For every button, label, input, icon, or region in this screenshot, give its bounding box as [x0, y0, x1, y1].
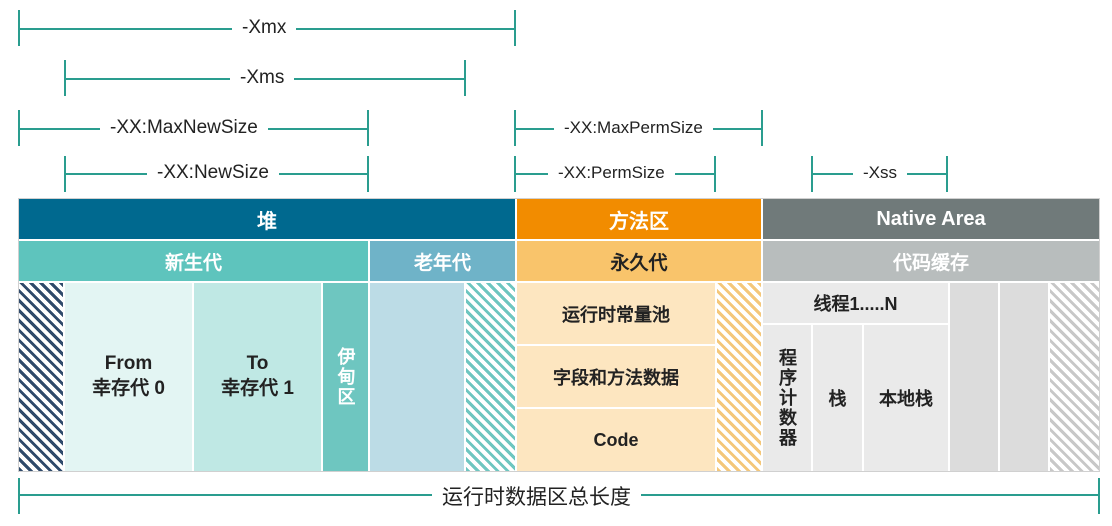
max-perm-size-label: -XX:MaxPermSize [554, 118, 713, 138]
to-survivor-label: 幸存代 1 [221, 378, 294, 399]
native-block-1 [949, 282, 999, 472]
old-gen-header: 老年代 [369, 240, 516, 282]
fields-methods-data: 字段和方法数据 [516, 345, 716, 408]
heap-header: 堆 [18, 198, 516, 240]
native-block-2 [999, 282, 1049, 472]
pc-register: 程序计数器 [762, 324, 812, 472]
to-survivor: To 幸存代 1 [193, 282, 322, 472]
from-label: From [104, 353, 153, 375]
total-length-label: 运行时数据区总长度 [432, 481, 641, 511]
perm-gen-header: 永久代 [516, 240, 762, 282]
xmx-label: -Xmx [232, 17, 297, 39]
new-size-label: -XX:NewSize [147, 162, 279, 184]
xms-label: -Xms [230, 67, 295, 89]
perm-reserved-area [716, 282, 762, 472]
dim-tick [18, 478, 20, 514]
native-stack: 本地栈 [863, 324, 949, 472]
code-cache-header: 代码缓存 [762, 240, 1100, 282]
max-new-size-label: -XX:MaxNewSize [100, 117, 268, 139]
java-stack: 栈 [812, 324, 863, 472]
old-gen-reserved-area [465, 282, 516, 472]
threads-header: 线程1.....N [762, 282, 949, 324]
native-area-header: Native Area [762, 198, 1100, 240]
old-gen-area [369, 282, 465, 472]
eden: 伊甸区 [322, 282, 369, 472]
method-area-header: 方法区 [516, 198, 762, 240]
xss-label: -Xss [853, 163, 907, 183]
dim-tick [1098, 478, 1100, 514]
young-gen-header: 新生代 [18, 240, 369, 282]
code-area: Code [516, 408, 716, 472]
to-label: To [246, 353, 269, 375]
eden-label: 伊甸区 [335, 347, 356, 407]
pc-register-label: 程序计数器 [777, 348, 797, 448]
from-survivor-label: 幸存代 0 [92, 378, 165, 399]
runtime-constant-pool: 运行时常量池 [516, 282, 716, 345]
young-reserved-area [18, 282, 64, 472]
from-survivor: From 幸存代 0 [64, 282, 193, 472]
native-reserved-area [1049, 282, 1100, 472]
perm-size-label: -XX:PermSize [548, 163, 675, 183]
